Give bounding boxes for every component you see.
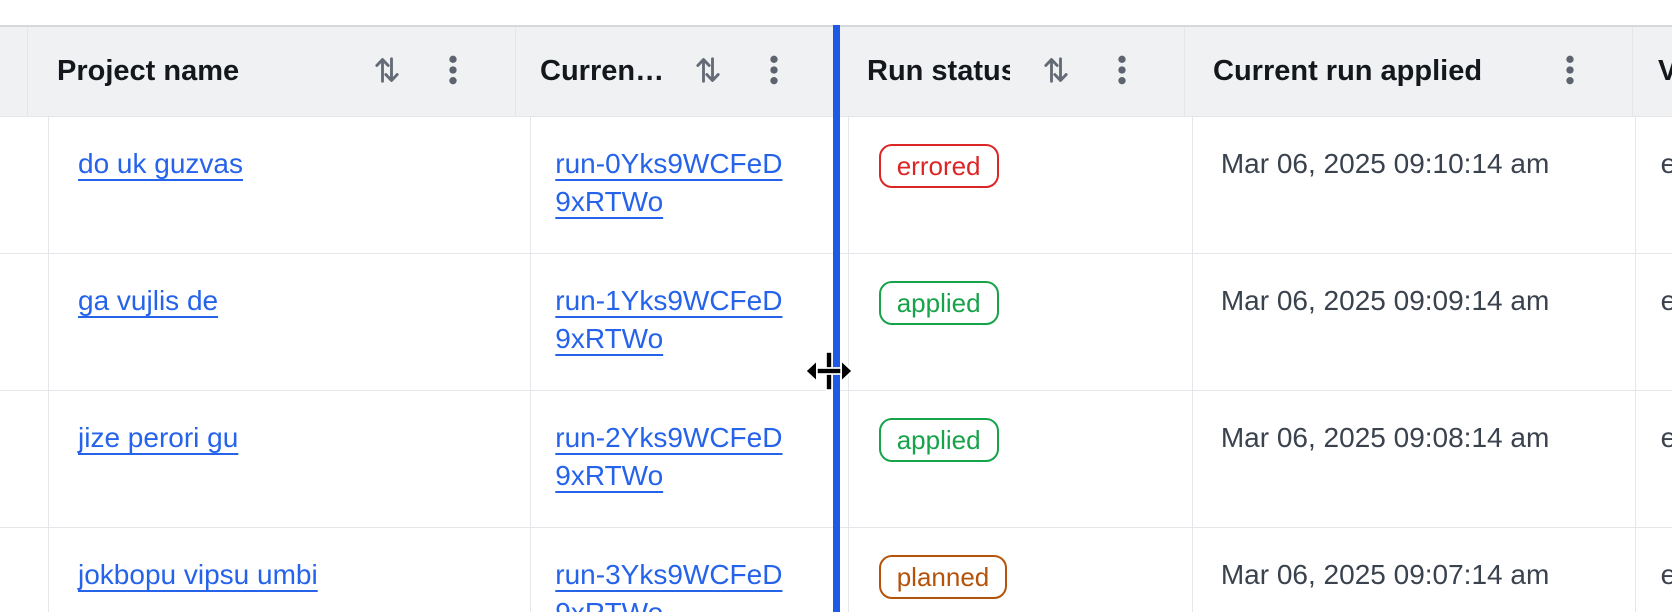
run-status-badge: applied [878,418,999,462]
gutter-cell [0,117,49,253]
sort-arrows-icon [690,52,726,91]
run-status-cell: errored [849,117,1193,253]
project-name-cell: jokbopu vipsu umbi [49,528,532,612]
next-column-cell: e [1636,254,1672,390]
current-run-link[interactable]: run-0Yks9WCFeD9xRTWo [555,148,783,217]
header-label-next-column: V [1658,55,1672,87]
run-status-cell: applied [849,254,1193,390]
column-menu-button-run-status[interactable] [1102,50,1142,93]
project-name-cell: ga vujlis de [49,254,532,390]
header-cell-project-name[interactable]: Project name [28,27,516,116]
run-status-cell: applied [849,391,1193,527]
header-cell-run-status[interactable]: Run status [837,27,1185,116]
column-menu-button-current-run-applied[interactable] [1550,50,1590,93]
current-run-cell: run-2Yks9WCFeD9xRTWo [531,391,849,527]
current-run-applied-timestamp: Mar 06, 2025 09:10:14 am [1220,148,1550,179]
current-run-cell: run-1Yks9WCFeD9xRTWo [531,254,849,390]
current-run-cell: run-0Yks9WCFeD9xRTWo [531,117,849,253]
next-column-text: e [1660,148,1672,179]
column-menu-button-current-run[interactable] [754,50,794,93]
project-name-link[interactable]: ga vujlis de [78,285,219,316]
next-column-cell: e [1636,391,1672,527]
header-gutter-cell [0,27,28,116]
current-run-applied-cell: Mar 06, 2025 09:08:14 am [1193,391,1636,527]
current-run-applied-timestamp: Mar 06, 2025 09:07:14 am [1220,559,1550,590]
gutter-cell [0,254,49,390]
project-name-link[interactable]: do uk guzvas [78,148,243,179]
project-name-cell: jize perori gu [49,391,532,527]
sort-arrows-icon [369,52,405,91]
run-status-badge: applied [878,281,999,325]
next-column-cell: e [1636,528,1672,612]
current-run-link[interactable]: run-3Yks9WCFeD9xRTWo [555,559,783,612]
run-status-badge: planned [878,555,1008,599]
sort-button-current-run[interactable] [690,52,726,91]
header-label-current-run: Curren… [540,55,662,87]
header-label-run-status: Run status [867,55,1010,87]
header-cell-current-run[interactable]: Curren… [516,27,837,116]
kebab-menu-icon [1550,50,1590,93]
sort-button-project-name[interactable] [369,52,405,91]
sort-arrows-icon [1038,52,1074,91]
header-cell-next-column[interactable]: V [1633,27,1672,116]
next-column-text: e [1660,422,1672,453]
kebab-menu-icon [433,50,473,93]
sort-button-run-status[interactable] [1038,52,1074,91]
current-run-applied-cell: Mar 06, 2025 09:09:14 am [1193,254,1636,390]
current-run-cell: run-3Yks9WCFeD9xRTWo [531,528,849,612]
current-run-applied-timestamp: Mar 06, 2025 09:08:14 am [1220,422,1550,453]
current-run-applied-timestamp: Mar 06, 2025 09:09:14 am [1220,285,1550,316]
run-status-cell: planned [849,528,1193,612]
column-resize-indicator[interactable] [833,25,840,612]
header-cell-current-run-applied[interactable]: Current run applied [1185,27,1633,116]
current-run-link[interactable]: run-1Yks9WCFeD9xRTWo [555,285,783,354]
next-column-cell: e [1636,117,1672,253]
current-run-applied-cell: Mar 06, 2025 09:10:14 am [1193,117,1636,253]
header-label-project-name: Project name [57,55,240,87]
column-menu-button-project-name[interactable] [433,50,473,93]
next-column-text: e [1660,285,1672,316]
project-name-link[interactable]: jokbopu vipsu umbi [78,559,318,590]
header-label-current-run-applied: Current run applied [1213,55,1483,87]
current-run-applied-cell: Mar 06, 2025 09:07:14 am [1193,528,1636,612]
project-name-link[interactable]: jize perori gu [78,422,239,453]
kebab-menu-icon [754,50,794,93]
project-name-cell: do uk guzvas [49,117,532,253]
gutter-cell [0,528,49,612]
next-column-text: e [1660,559,1672,590]
kebab-menu-icon [1102,50,1142,93]
run-status-badge: errored [878,144,999,188]
gutter-cell [0,391,49,527]
current-run-link[interactable]: run-2Yks9WCFeD9xRTWo [555,422,783,491]
